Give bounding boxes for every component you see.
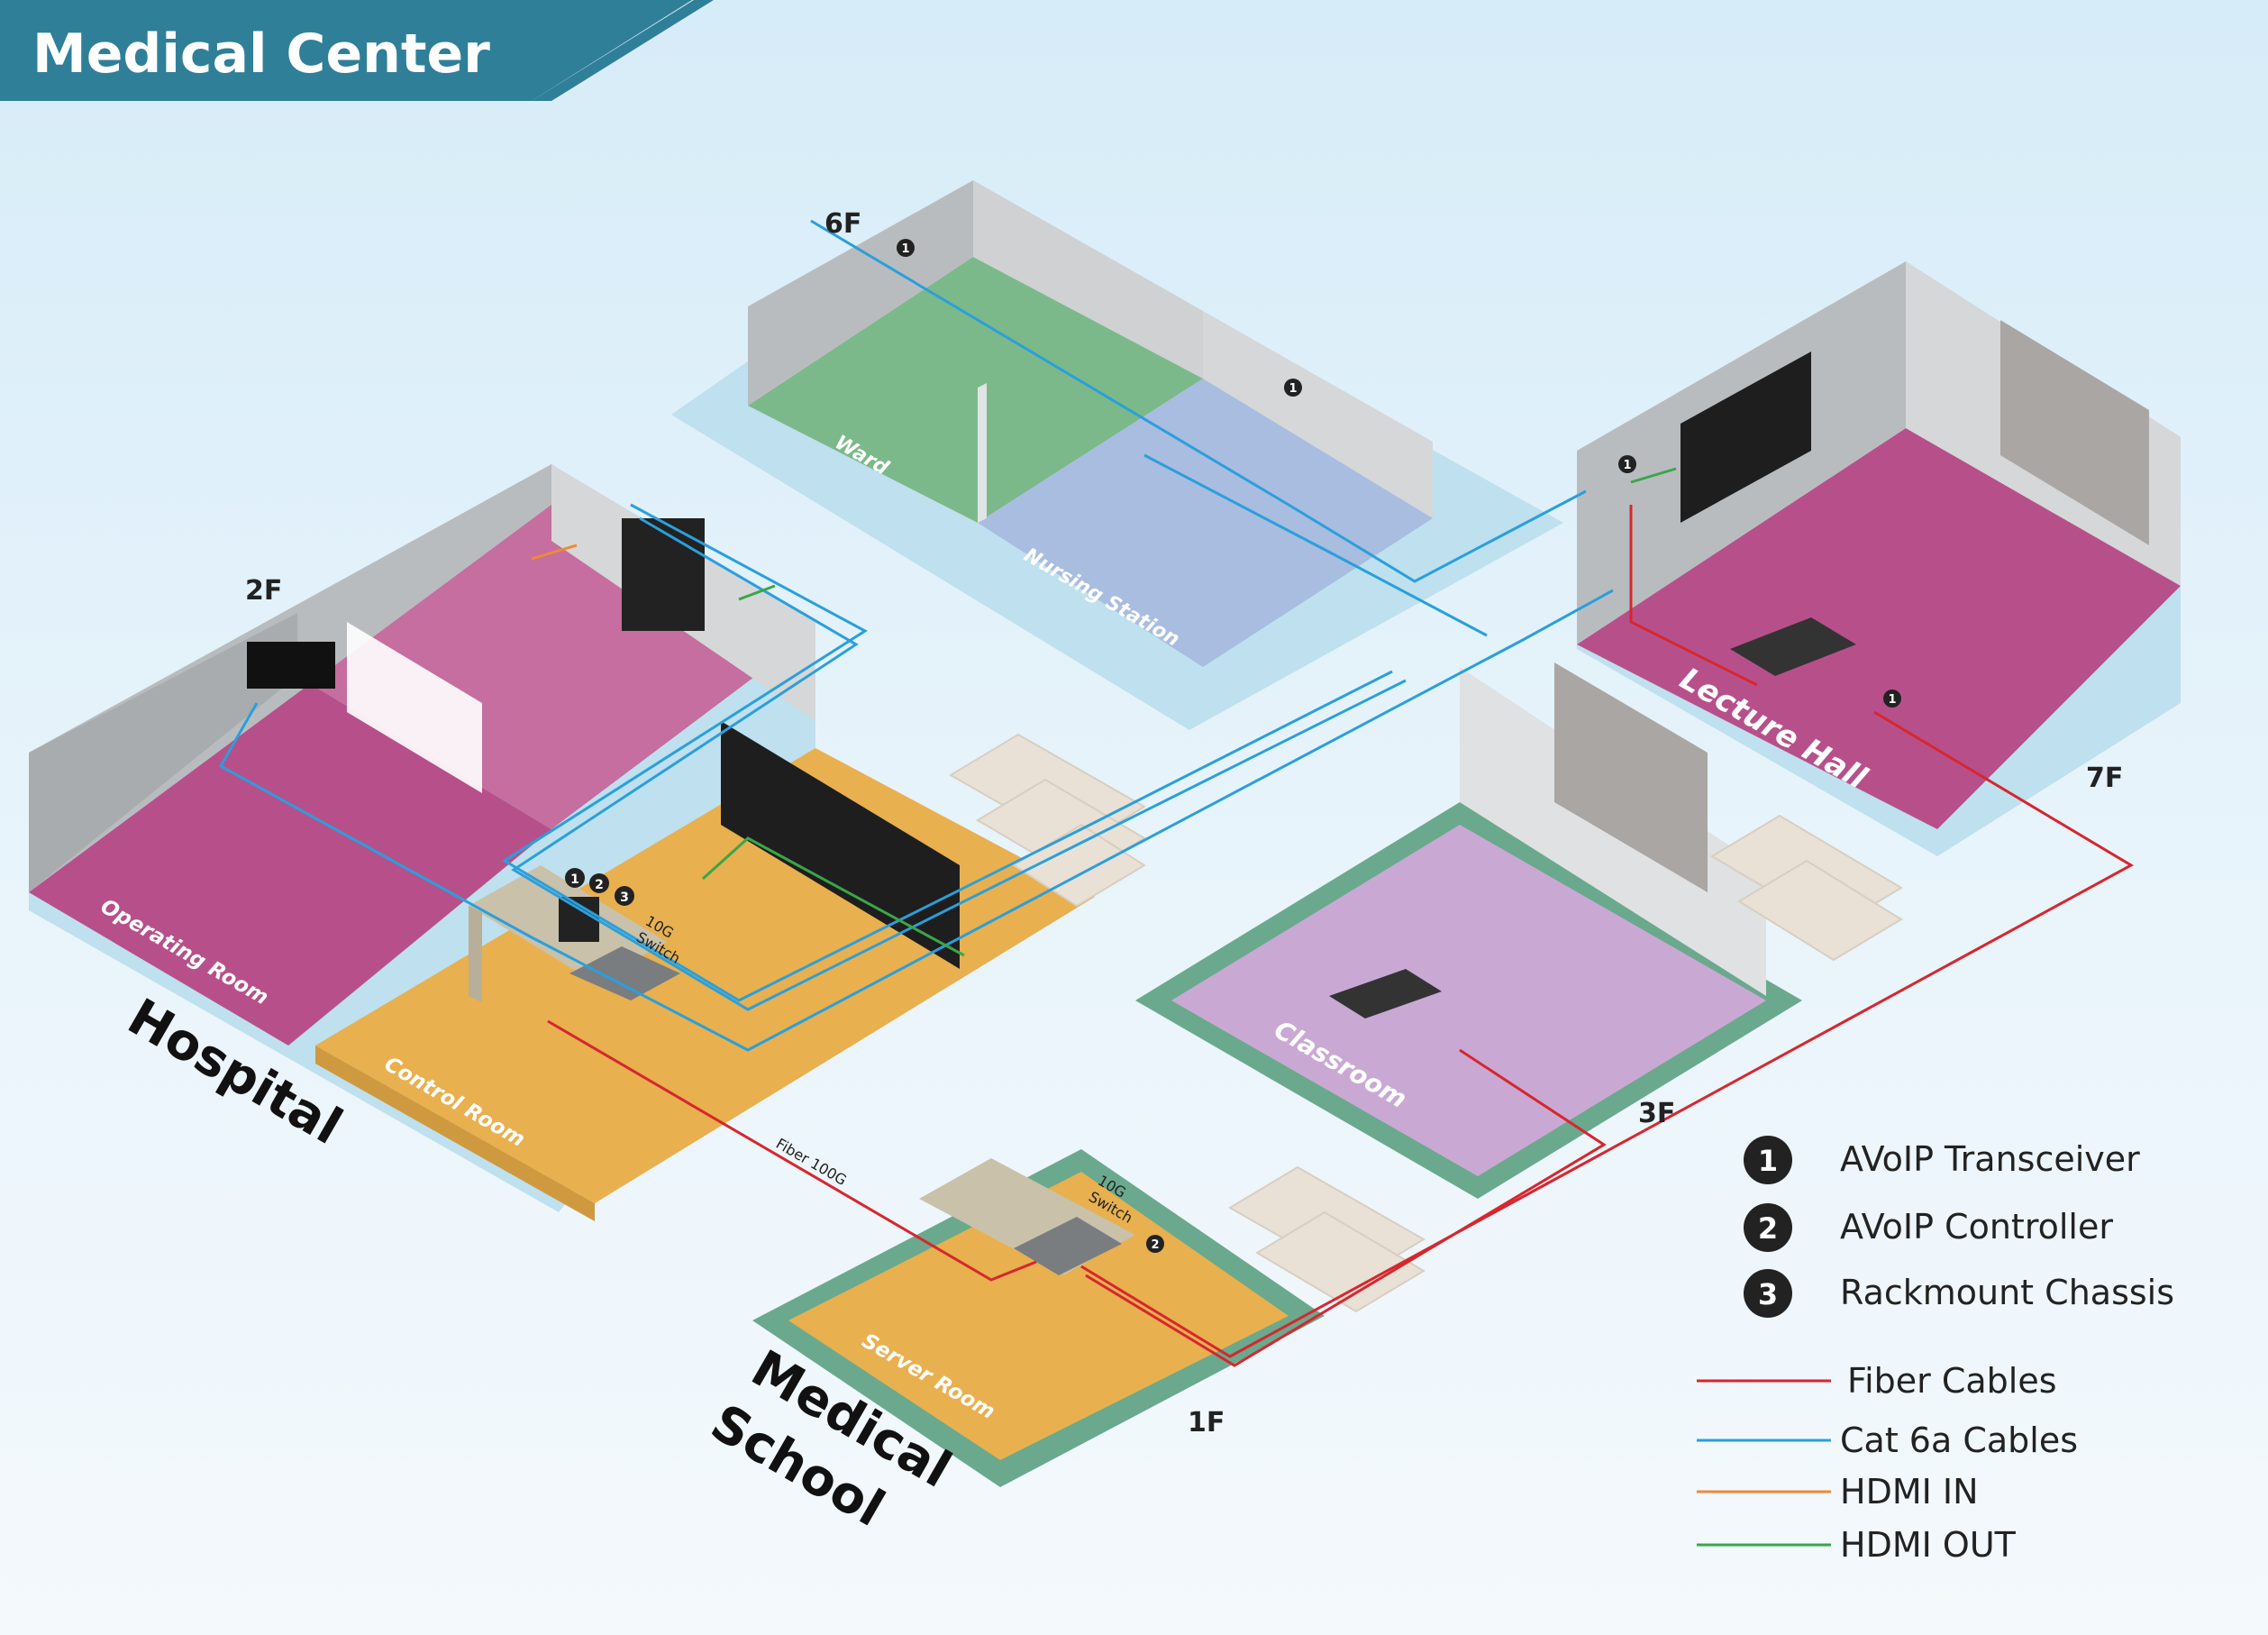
floor-3f [1135,662,1802,1199]
floor-label-7f: 7F [2086,763,2123,794]
svg-text:Fiber Cables: Fiber Cables [1847,1361,2057,1401]
classroom-floor [1171,825,1766,1176]
fiber-cables [547,505,2135,1367]
svg-text:3: 3 [1758,1277,1778,1311]
svg-text:HDMI IN: HDMI IN [1840,1472,1979,1512]
legend-cat6a: Cat 6a Cables [1697,1420,2078,1460]
svg-text:2: 2 [1151,1238,1159,1252]
svg-text:Cat 6a Cables: Cat 6a Cables [1840,1420,2078,1460]
svg-text:1: 1 [1758,1144,1778,1178]
ward-floor [748,257,1203,523]
svg-text:AVoIP Controller: AVoIP Controller [1840,1207,2113,1247]
badge-ward-transceiver: 1 [897,239,915,257]
svg-text:2: 2 [1758,1211,1778,1246]
legend-item-transceiver: 1 AVoIP Transceiver [1744,1136,2140,1184]
badge-lecture-transceiver-2: 1 [1883,690,1901,708]
floor-7f [1577,261,2181,856]
svg-text:1: 1 [1623,459,1631,472]
svg-text:1: 1 [570,872,579,887]
fiber-link-label: Fiber 100G [773,1135,850,1189]
device-badges: 1 2 3 2 1 1 1 1 [565,239,1901,1253]
badge-chassis: 3 [615,886,634,906]
svg-text:1: 1 [1888,693,1896,707]
svg-text:AVoIP Transceiver: AVoIP Transceiver [1840,1139,2140,1179]
stairs [949,733,1903,1313]
hospital-2f [29,464,1095,1221]
badge-controller: 2 [589,873,609,893]
svg-text:Rackmount Chassis: Rackmount Chassis [1840,1273,2174,1312]
hdmi-cables [531,467,1677,957]
badge-nursing-transceiver: 1 [1284,379,1302,397]
floor-label-6f: 6F [824,208,861,240]
svg-text:2: 2 [595,878,604,892]
floor-label-2f: 2F [245,575,282,607]
floor-label-3f: 3F [1638,1098,1675,1129]
legend-hdmi-in: HDMI IN [1697,1472,1979,1512]
cat6a-cables [218,219,1614,1052]
badge-server-controller: 2 [1146,1235,1164,1253]
legend-item-controller: 2 AVoIP Controller [1744,1203,2113,1252]
lecture-hall-floor [1577,428,2181,829]
floor-label-1f: 1F [1188,1407,1225,1439]
legend-item-chassis: 3 Rackmount Chassis [1744,1269,2174,1318]
badge-transceiver: 1 [565,868,585,888]
nursing-station-floor [978,379,1433,667]
svg-text:3: 3 [620,891,629,905]
svg-text:1: 1 [901,242,909,256]
svg-text:1: 1 [1289,382,1297,396]
page-title: Medical Center [32,23,490,86]
legend-hdmi-out: HDMI OUT [1697,1525,2017,1565]
floor-labels: 2F 6F 7F 3F 1F [245,208,2123,1439]
svg-text:HDMI OUT: HDMI OUT [1840,1525,2017,1565]
operating-room-floor [29,676,551,1046]
legend: 1 AVoIP Transceiver 2 AVoIP Controller 3… [1697,1136,2174,1565]
legend-fiber: Fiber Cables [1697,1361,2057,1401]
badge-lecture-transceiver: 1 [1618,455,1636,473]
floor-6f [671,180,1563,730]
title-banner: Medical Center [0,0,714,101]
